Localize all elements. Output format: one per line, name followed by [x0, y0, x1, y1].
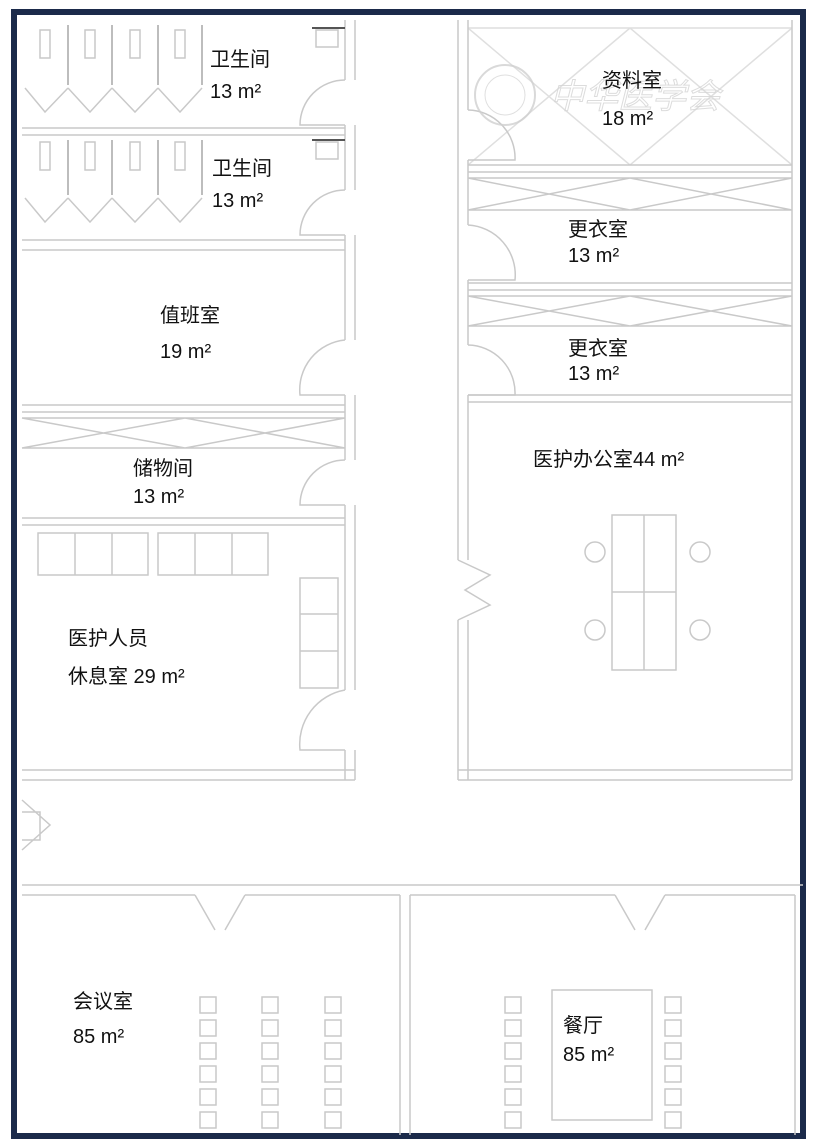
- walls: [21, 20, 803, 1135]
- chair-icon: [324, 1111, 342, 1129]
- room-name: 卫生间: [210, 48, 270, 71]
- room-area: 85 m²: [563, 1044, 614, 1066]
- watermark: 中华医学会: [474, 64, 724, 126]
- room-name: 餐厅: [563, 1014, 603, 1037]
- chair-icon: [664, 1088, 682, 1106]
- plan-frame: [11, 9, 806, 1139]
- chair-icon: [504, 1019, 522, 1037]
- room-area: 18 m²: [602, 108, 653, 130]
- chair-icon: [261, 1065, 279, 1083]
- room-area: 休息室 29 m²: [68, 665, 185, 688]
- chair-icon: [324, 1019, 342, 1037]
- room-name: 值班室: [160, 304, 220, 327]
- chair-icon: [199, 1065, 217, 1083]
- room-area: 85 m²: [73, 1026, 124, 1048]
- chair-icon: [504, 1042, 522, 1060]
- room-area: 13 m²: [568, 245, 619, 267]
- room-area: 13 m²: [568, 363, 619, 385]
- room-name: 医护人员: [68, 627, 148, 650]
- chair-icon: [261, 1088, 279, 1106]
- chair-icon: [199, 996, 217, 1014]
- room-name: 更衣室: [568, 218, 628, 241]
- room-area: 13 m²: [133, 486, 184, 508]
- room-name: 卫生间: [212, 157, 272, 180]
- furniture: [37, 514, 711, 1129]
- chair-icon: [199, 1019, 217, 1037]
- chair-icon: [664, 1042, 682, 1060]
- chair-icon: [261, 1019, 279, 1037]
- room-labels: 卫生间 13 m² 卫生间 13 m² 资料室 18 m² 更衣室 13 m² …: [68, 48, 684, 1066]
- chair-icon: [324, 996, 342, 1014]
- chair-icon: [504, 1065, 522, 1083]
- room-area: 19 m²: [160, 341, 211, 363]
- room-area: 13 m²: [210, 81, 261, 103]
- chair-icon: [324, 1042, 342, 1060]
- room-area: 13 m²: [212, 190, 263, 212]
- chair-icon: [199, 1042, 217, 1060]
- chair-icon: [324, 1065, 342, 1083]
- room-name: 会议室: [73, 990, 133, 1013]
- chair-icon: [664, 1019, 682, 1037]
- chair-icon: [324, 1088, 342, 1106]
- chair-icon: [261, 1042, 279, 1060]
- room-name: 更衣室: [568, 337, 628, 360]
- chair-icon: [664, 996, 682, 1014]
- toilet-stalls: [24, 25, 345, 224]
- room-name: 医护办公室44 m²: [533, 448, 684, 471]
- chair-icon: [504, 996, 522, 1014]
- chair-icon: [261, 1111, 279, 1129]
- chair-icon: [664, 1065, 682, 1083]
- doors: [194, 79, 666, 931]
- watermark-text: 中华医学会: [550, 77, 724, 117]
- chair-icon: [664, 1111, 682, 1129]
- chair-icon: [504, 1088, 522, 1106]
- chair-icon: [199, 1111, 217, 1129]
- room-name: 资料室: [602, 69, 662, 92]
- chair-icon: [199, 1088, 217, 1106]
- chair-icon: [504, 1111, 522, 1129]
- room-name: 储物间: [133, 457, 193, 480]
- chair-icon: [261, 996, 279, 1014]
